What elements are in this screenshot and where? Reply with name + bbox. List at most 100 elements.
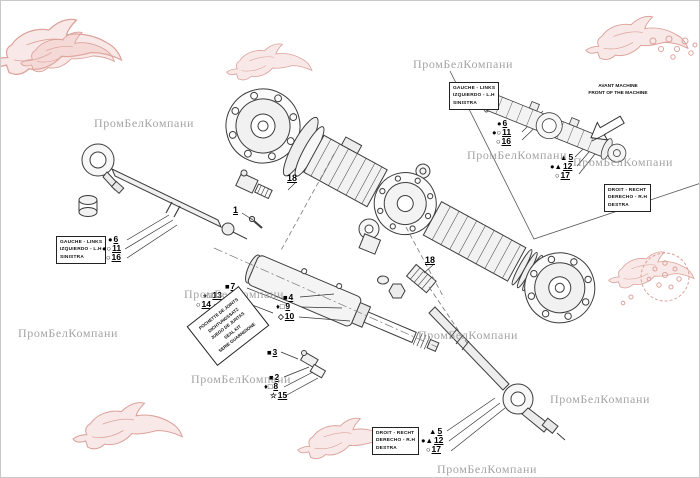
- right-shaft-and-nuts: [377, 263, 437, 299]
- callout-number: 12: [562, 161, 573, 171]
- side-label-it: SINISTRA: [453, 100, 477, 106]
- callout-part-15: ☆15: [270, 390, 287, 400]
- side-label-es: IZQUIERDO - L.H: [60, 247, 102, 253]
- callout-number: 15: [277, 390, 288, 400]
- callout-number: 11: [502, 127, 512, 137]
- callout-number: 8: [273, 381, 279, 391]
- callout-symbol: ♦□: [264, 382, 273, 391]
- callout-symbol: ▲: [429, 427, 437, 436]
- callout-number: 5: [568, 152, 574, 162]
- callout-part-16: ○16: [496, 136, 511, 146]
- callout-symbol: ○: [196, 300, 201, 309]
- callout-number: 2: [274, 372, 280, 382]
- callout-part-10: ◇10: [278, 311, 294, 321]
- callout-symbol: ●○: [492, 128, 502, 137]
- side-label-it: DESTRA: [608, 202, 629, 208]
- callout-number: 16: [501, 136, 511, 146]
- callout-part-2: ■2: [269, 372, 279, 382]
- callout-part-9: ♦□9: [276, 301, 290, 311]
- side-label-fr: GAUCHE - LINKS: [453, 86, 496, 91]
- front-direction-arrow-icon: [590, 115, 625, 141]
- callout-part-11: ●○11: [102, 243, 121, 253]
- callout-part-12: ●▲12: [550, 161, 572, 171]
- watermark-text: ПромБелКомпани: [573, 155, 673, 169]
- steering-cylinder: [245, 254, 440, 352]
- callout-part-11: ●○11: [492, 127, 511, 137]
- part-label-18: 18: [425, 255, 436, 265]
- callout-number: 4: [288, 292, 294, 302]
- front-label-fr: AVANT MACHINE: [598, 84, 638, 89]
- callout-symbol: ●: [497, 119, 502, 128]
- callout-symbol: ●▲: [550, 162, 562, 171]
- main-right-side-box: DROIT - RECHT DERECHO - R.H DESTRA: [372, 427, 420, 456]
- callout-symbol: ◇: [278, 312, 284, 321]
- callout-symbol: ○: [496, 137, 501, 146]
- callout-number: 6: [113, 234, 119, 244]
- callout-symbol: ○: [426, 445, 431, 454]
- callout-number: 13: [212, 290, 222, 300]
- callout-symbol: ■: [283, 293, 288, 302]
- callout-symbol: ■: [269, 373, 274, 382]
- clamp-parts: [299, 350, 327, 379]
- callout-part-17: ○17: [555, 170, 570, 180]
- callout-part-14: ○14: [196, 299, 211, 309]
- callout-part-5: ▲5: [429, 426, 442, 436]
- callout-part-4: ■4: [283, 292, 293, 302]
- side-label-fr: DROIT - RECHT: [608, 188, 647, 193]
- callout-symbol: ○: [106, 253, 111, 262]
- callout-number: 17: [431, 444, 441, 454]
- callout-number: 3: [272, 347, 278, 357]
- leaping-horse-logo-stamps: [1, 15, 698, 460]
- left-tie-rod: [78, 143, 248, 240]
- callout-part-8: ♦□8: [264, 381, 278, 391]
- callout-number: 5: [437, 426, 443, 436]
- right-tie-rod: [428, 306, 566, 441]
- callout-symbol: ♦□: [276, 302, 285, 311]
- callout-symbol: ☆: [270, 391, 277, 400]
- watermark-text: ПромБелКомпани: [437, 462, 537, 476]
- watermark-text: ПромБелКомпани: [418, 328, 518, 342]
- callout-symbol: ■: [225, 282, 230, 291]
- side-label-it: DESTRA: [376, 445, 397, 451]
- side-label-es: DERECHO - R.H: [608, 195, 648, 201]
- side-label-fr: DROIT - RECHT: [376, 431, 415, 436]
- part-label-18: 18: [287, 173, 298, 183]
- watermark-text: ПромБелКомпани: [413, 57, 513, 71]
- assembly-dashed-lines: [213, 153, 470, 348]
- orientation-inset: [449, 70, 699, 240]
- callout-part-7: ■7: [225, 281, 235, 291]
- watermark-text: ПромБелКомпани: [191, 372, 291, 386]
- callout-number: 7: [230, 281, 236, 291]
- callout-number: 10: [284, 311, 295, 321]
- callout-part-5: ▲5: [560, 152, 573, 162]
- callout-number: 12: [433, 435, 444, 445]
- callout-symbol: ♦□: [203, 291, 212, 300]
- center-small-parts: [235, 169, 382, 255]
- inset-right-side-box: DROIT - RECHT DERECHO - R.H DESTRA: [604, 184, 652, 213]
- callout-number: 11: [112, 243, 122, 253]
- callout-symbol: ■: [267, 348, 272, 357]
- watermark-text: ПромБелКомпани: [467, 148, 567, 162]
- callout-number: 16: [111, 252, 121, 262]
- callout-symbol: ●▲: [421, 436, 433, 445]
- callout-part-6: ●6: [497, 118, 507, 128]
- callout-part-13: ♦□13: [203, 290, 222, 300]
- callout-part-3: ■3: [267, 347, 277, 357]
- watermark-text: ПромБелКомпани: [550, 392, 650, 406]
- callout-part-6: ●6: [108, 234, 118, 244]
- side-label-fr: GAUCHE - LINKS: [60, 240, 103, 245]
- callout-part-16: ○16: [106, 252, 121, 262]
- watermark-text: ПромБелКомпани: [94, 116, 194, 130]
- main-left-side-box: GAUCHE - LINKS IZQUIERDO - L.H SINISTRA: [56, 236, 107, 265]
- inset-left-side-box: GAUCHE - LINKS IZQUIERDO - L.H SINISTRA: [449, 82, 500, 111]
- callout-symbol: ●: [108, 235, 113, 244]
- callout-number: 6: [502, 118, 508, 128]
- callout-symbol: ▲: [560, 153, 568, 162]
- callout-number: 9: [285, 301, 291, 311]
- watermark-text: ПромБелКомпани: [18, 326, 118, 340]
- axle-housing-assembly: [225, 88, 596, 324]
- callout-part-12: ●▲12: [421, 435, 443, 445]
- callout-symbol: ○: [555, 171, 560, 180]
